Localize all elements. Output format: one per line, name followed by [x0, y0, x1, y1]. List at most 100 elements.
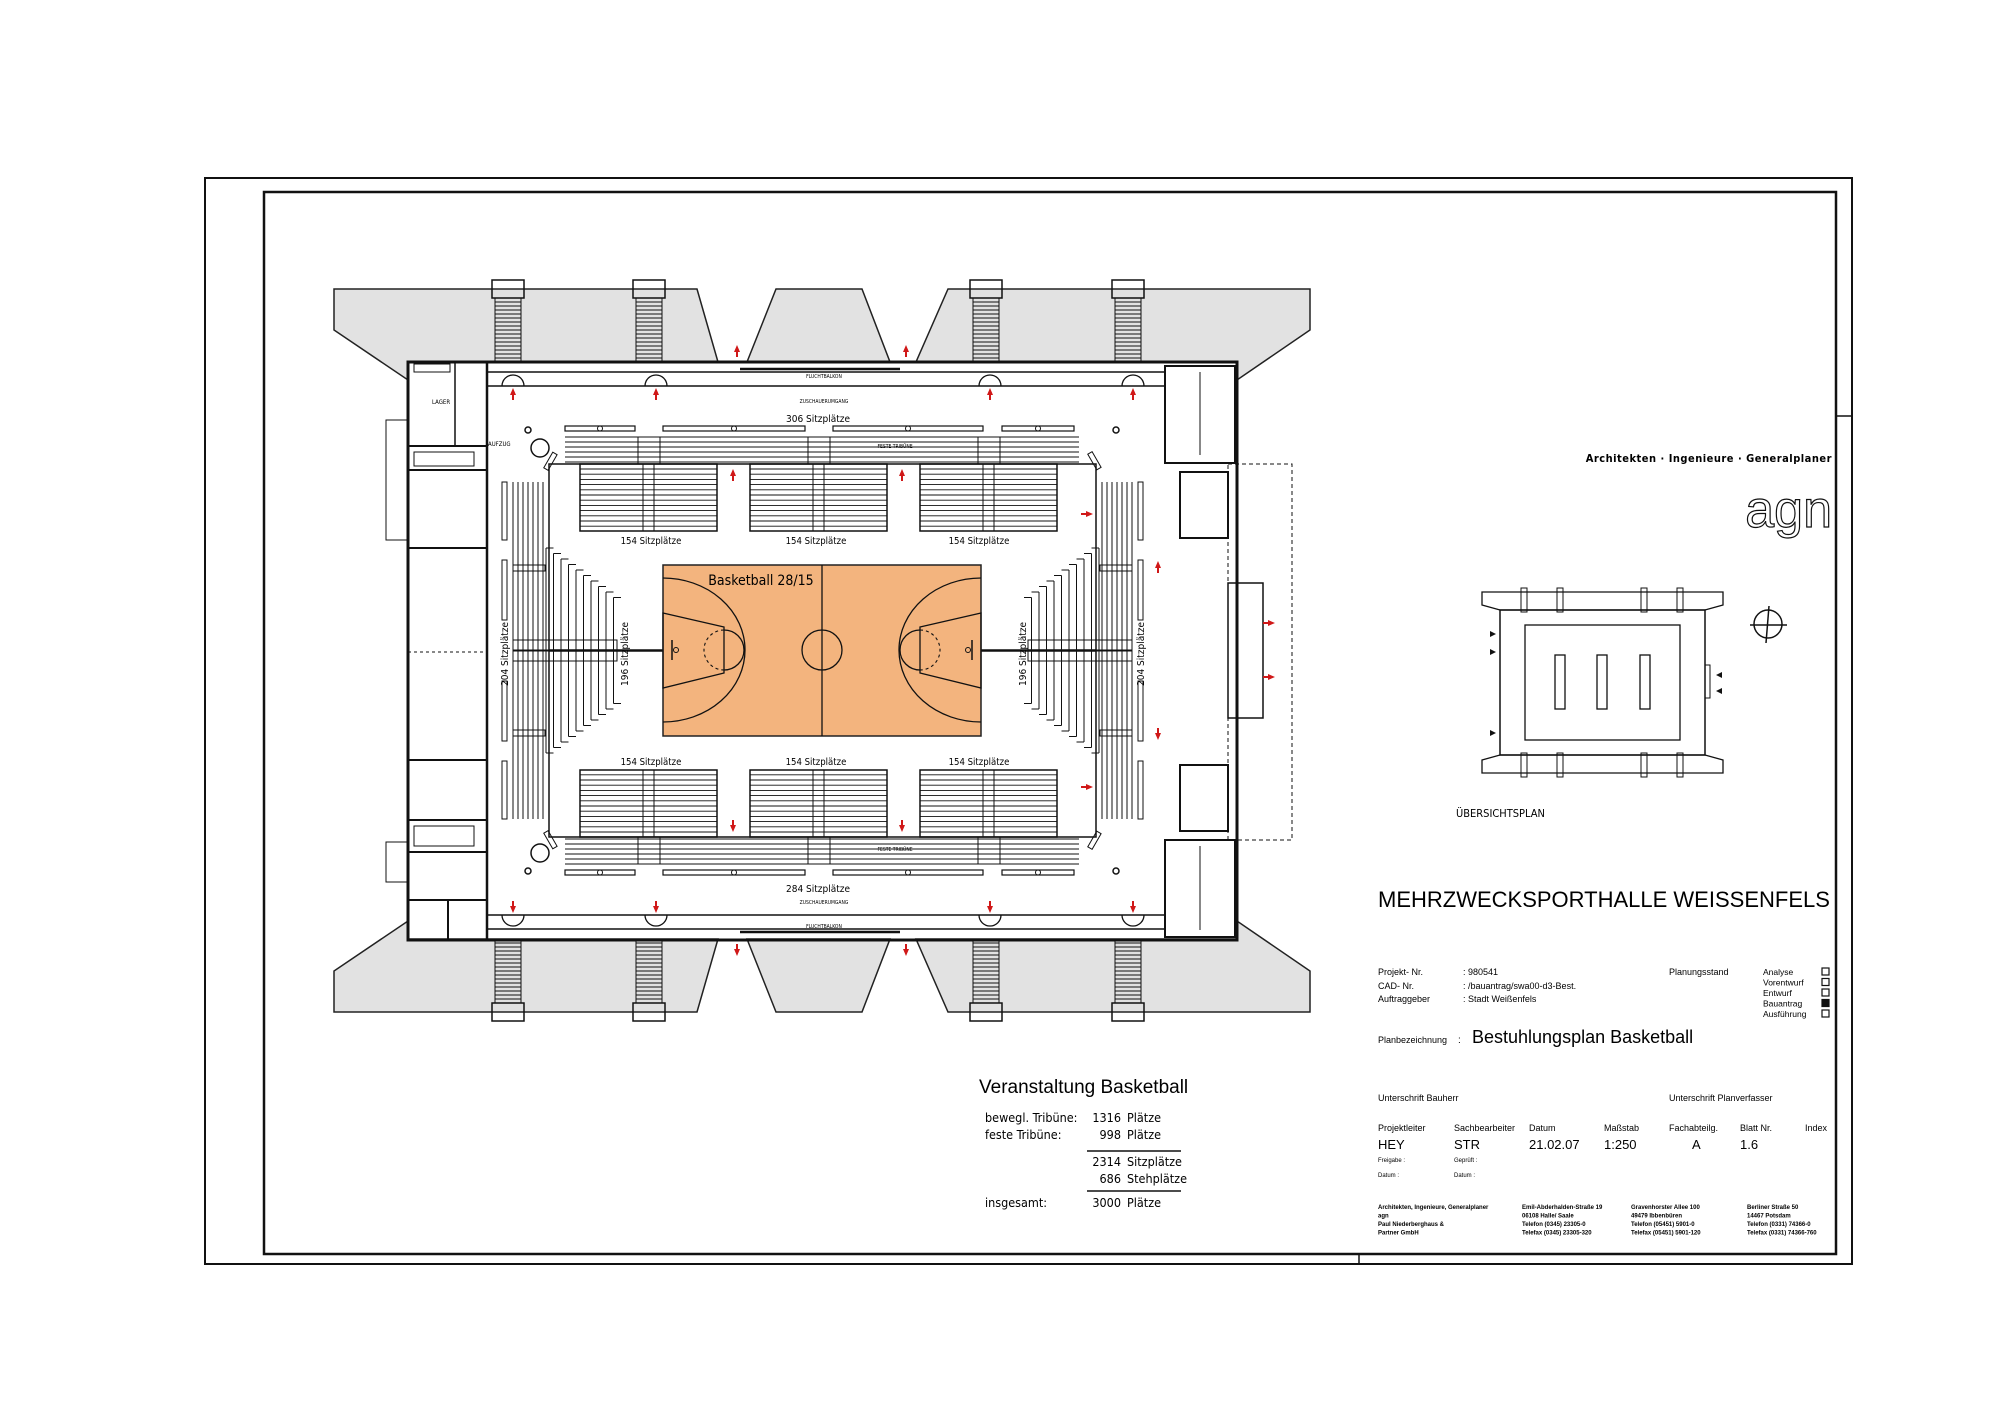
- floor-plan: LAGER AUFZUG: [332, 279, 1312, 1023]
- title-block: Architekten · Ingenieure · Generalplaner…: [1378, 452, 1833, 1237]
- geprueft-label: Geprüft :: [1454, 1158, 1478, 1164]
- tribune-aisle: [977, 436, 1001, 465]
- signature-bauherr: Unterschrift Bauherr: [1378, 1093, 1459, 1103]
- arrow-shaft: [901, 476, 903, 481]
- info-value: : Stadt Weißenfels: [1463, 994, 1537, 1004]
- seat-count-block: 154 Sitzplätze: [621, 757, 682, 768]
- meta-value: STR: [1454, 1137, 1480, 1152]
- bench-bar: [501, 559, 508, 621]
- door: [1121, 374, 1145, 387]
- address-line: Telefax (0345) 23305-320: [1522, 1231, 1592, 1237]
- checkbox-empty-icon: [1821, 977, 1830, 987]
- arrow-right-icon: [1268, 674, 1275, 680]
- checkbox-empty-icon: [1821, 967, 1830, 976]
- tribune-aisle: [637, 436, 661, 465]
- arrow-up-icon: [734, 345, 740, 352]
- bench-bar: [1001, 425, 1075, 432]
- event-row-value: 1316: [1092, 1110, 1121, 1125]
- label-feste-tribuene: FESTE TRIBÜNE: [877, 846, 912, 853]
- arrow-shaft: [732, 476, 734, 481]
- arrow-up-icon: [653, 388, 659, 395]
- total-unit: Plätze: [1127, 1195, 1161, 1210]
- seat-count-right-inner: 196 Sitzplätze: [1018, 622, 1029, 686]
- label-fluchtbalkon: FLUCHTBALKON: [806, 374, 842, 380]
- total-label: insgesamt:: [985, 1195, 1047, 1210]
- meta-header: Datum: [1529, 1123, 1556, 1133]
- room-label-aufzug: AUFZUG: [488, 441, 511, 448]
- bench-bar: [662, 425, 806, 432]
- meta-value: A: [1692, 1137, 1701, 1152]
- meta-header: Index: [1805, 1123, 1828, 1133]
- checkbox-empty-icon: [1821, 1009, 1830, 1018]
- arrow-shaft: [1157, 568, 1159, 573]
- seat-count-left-outer: 204 Sitzplätze: [500, 622, 511, 686]
- arrow-shaft: [989, 395, 991, 400]
- status-label: Analyse: [1763, 967, 1794, 977]
- meta-value: 21.02.07: [1529, 1137, 1580, 1152]
- arrow-right-icon: [1086, 511, 1093, 517]
- info-value: : /bauantrag/swa00-d3-Best.: [1463, 981, 1576, 991]
- tribune-aisle: [807, 436, 831, 465]
- door: [501, 374, 525, 387]
- steh-unit: Stehplätze: [1127, 1171, 1187, 1186]
- exit-arrows: [510, 345, 1136, 517]
- address-line: Gravenhorster Allee 100: [1631, 1205, 1700, 1211]
- event-row-label: bewegl. Tribüne:: [985, 1110, 1077, 1125]
- address-line: Telefon (0331) 74366-0: [1747, 1222, 1811, 1228]
- block-aisle: [642, 463, 655, 532]
- arrow-shaft: [1132, 395, 1134, 400]
- movable-blocks: [579, 463, 1058, 532]
- court-key: [662, 577, 746, 723]
- planungsstand-label: Planungsstand: [1669, 967, 1729, 977]
- info-value: : 980541: [1463, 967, 1498, 977]
- event-row-unit: Plätze: [1127, 1110, 1161, 1125]
- arrow-shaft: [512, 395, 514, 400]
- outer-frame: [204, 177, 1853, 1265]
- inner-frame: [262, 190, 1838, 1256]
- side-stand-right: [1023, 481, 1144, 651]
- bench-post: [731, 425, 737, 432]
- seat-count-block: 154 Sitzplätze: [786, 757, 847, 768]
- seat-count-block: 154 Sitzplätze: [786, 536, 847, 547]
- bench-bar: [832, 425, 984, 432]
- seat-count-block: 154 Sitzplätze: [621, 536, 682, 547]
- address-line: Berliner Straße 50: [1747, 1205, 1799, 1211]
- checkbox-empty-icon: [1821, 988, 1830, 997]
- left-service-wing: LAGER AUFZUG: [385, 362, 511, 940]
- seat-count-left-inner: 196 Sitzplätze: [620, 622, 631, 686]
- checkbox-checked-icon: [1821, 998, 1830, 1008]
- address-line: Telefon (05451) 5901-0: [1631, 1222, 1695, 1228]
- stand-aisle: [512, 564, 546, 572]
- arrow-shaft: [905, 352, 907, 357]
- address-line: 06108 Halle/ Saale: [1522, 1214, 1574, 1220]
- firm-tagline: Architekten · Ingenieure · Generalplaner: [1586, 452, 1832, 465]
- door: [644, 374, 668, 387]
- event-summary: Veranstaltung Basketball bewegl. Tribüne…: [979, 1077, 1188, 1210]
- address-line: Telefon (0345) 23305-0: [1522, 1222, 1586, 1228]
- info-label: CAD- Nr.: [1378, 981, 1414, 991]
- address-line: 49479 Ibbenbüren: [1631, 1214, 1682, 1220]
- door: [978, 374, 1002, 387]
- steh-value: 686: [1100, 1171, 1121, 1186]
- planbezeichnung-label: Planbezeichnung: [1378, 1035, 1447, 1045]
- arrow-shaft: [1263, 622, 1268, 624]
- arrow-shaft: [736, 352, 738, 357]
- arrow-up-icon: [1130, 388, 1136, 395]
- north-arrow-icon: [1750, 605, 1787, 644]
- bench-bar: [501, 481, 508, 541]
- signature-planverfasser: Unterschrift Planverfasser: [1669, 1093, 1773, 1103]
- block-aisle: [812, 463, 825, 532]
- address-line: Emil-Abderhalden-Straße 19: [1522, 1205, 1603, 1211]
- label-umgang: ZUSCHAUERUMGANG: [800, 399, 849, 405]
- arrow-shaft: [655, 395, 657, 400]
- sitz-unit: Sitzplätze: [1127, 1154, 1182, 1169]
- building-outline: [406, 360, 1239, 942]
- agn-logo: agn: [1745, 481, 1832, 539]
- project-title: MEHRZWECKSPORTHALLE WEISSENFELS: [1378, 887, 1830, 912]
- address-line: agn: [1378, 1214, 1389, 1220]
- doors: [501, 374, 1145, 387]
- info-label: Projekt- Nr.: [1378, 967, 1423, 977]
- bench-post: [1035, 425, 1041, 432]
- block-aisle: [982, 463, 995, 532]
